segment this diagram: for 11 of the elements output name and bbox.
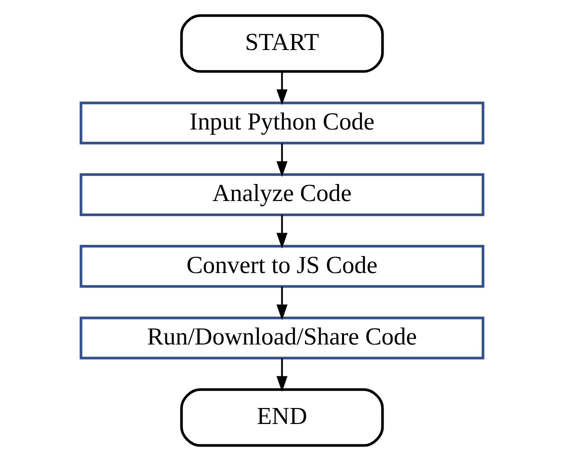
node-box: Convert to JS Code bbox=[79, 244, 484, 288]
node-box: START bbox=[180, 14, 384, 73]
arrow bbox=[276, 72, 288, 106]
node-box: Input Python Code bbox=[79, 102, 484, 144]
node-box: Run/Download/Share Code bbox=[79, 316, 484, 360]
arrow bbox=[276, 358, 288, 392]
node-box: Analyze Code bbox=[79, 173, 484, 216]
arrow bbox=[276, 286, 288, 320]
arrow bbox=[276, 143, 288, 177]
arrow bbox=[276, 215, 288, 249]
node-box: END bbox=[180, 388, 384, 447]
